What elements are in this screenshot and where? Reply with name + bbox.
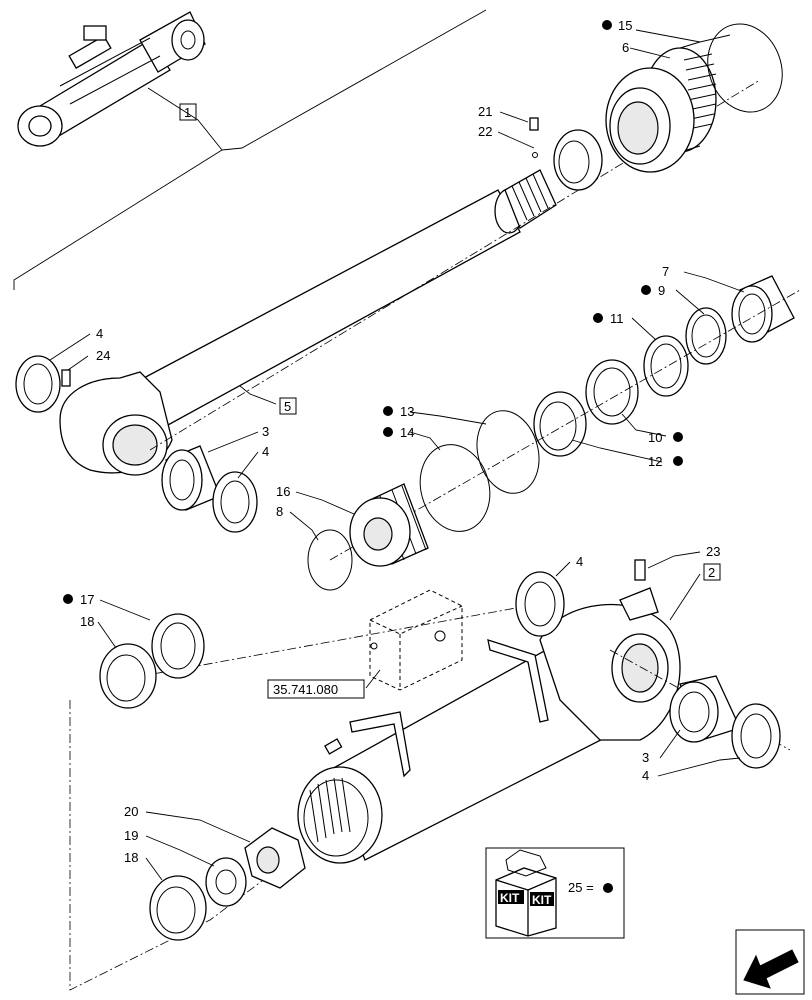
callout-9: 9 bbox=[658, 283, 665, 298]
callout-20: 20 bbox=[124, 804, 138, 819]
washer-19 bbox=[205, 857, 247, 907]
callout-3-top: 3 bbox=[262, 424, 269, 439]
guide-seals bbox=[533, 275, 795, 457]
callout-22: 22 bbox=[478, 124, 492, 139]
seal-4-rear bbox=[731, 703, 781, 769]
seal-18-bottom bbox=[149, 875, 207, 941]
grease-nipple-24 bbox=[61, 369, 71, 387]
arrow-left-down-icon[interactable] bbox=[735, 929, 805, 995]
marker-dot-15 bbox=[602, 20, 612, 30]
callout-14: 14 bbox=[400, 425, 414, 440]
callout-13: 13 bbox=[400, 404, 414, 419]
marker-dot-11 bbox=[593, 313, 603, 323]
marker-dot-12 bbox=[673, 456, 683, 466]
cylinder-barrel bbox=[297, 559, 681, 864]
callout-17: 17 bbox=[80, 592, 94, 607]
o-ring-15 bbox=[707, 23, 783, 113]
callout-16: 16 bbox=[276, 484, 290, 499]
o-ring-8 bbox=[307, 529, 353, 591]
piston-16 bbox=[349, 483, 429, 567]
axis-line-left bbox=[69, 700, 291, 991]
callout-24: 24 bbox=[96, 348, 110, 363]
callout-8: 8 bbox=[276, 504, 283, 519]
callout-21: 21 bbox=[478, 104, 492, 119]
seal-4-left bbox=[15, 355, 61, 413]
marker-dot-17 bbox=[63, 594, 73, 604]
callout-18-top: 18 bbox=[80, 614, 94, 629]
kit-badge-text-left: KIT bbox=[500, 891, 520, 905]
callout-box-5 bbox=[279, 397, 297, 415]
callout-4-right: 4 bbox=[262, 444, 269, 459]
assembled-cylinder-thumbnail bbox=[17, 11, 206, 147]
kit-box-icon: KIT KIT bbox=[495, 849, 557, 937]
leader-lines bbox=[49, 29, 745, 881]
callout-box-2 bbox=[703, 563, 721, 581]
callout-labels: 15 6 21 22 1 7 9 11 4 24 5 10 12 13 14 3… bbox=[63, 18, 721, 865]
ball-22 bbox=[532, 152, 538, 158]
callout-4-barrel: 4 bbox=[576, 554, 583, 569]
reference-label-box bbox=[267, 679, 365, 699]
callout-3-rear: 3 bbox=[642, 750, 649, 765]
marker-dot-9 bbox=[641, 285, 651, 295]
callout-10: 10 bbox=[648, 430, 662, 445]
callout-6: 6 bbox=[622, 40, 629, 55]
kit-legend: KIT KIT 25 = bbox=[485, 847, 625, 939]
callout-19: 19 bbox=[124, 828, 138, 843]
kit-badge-text-right: KIT bbox=[532, 893, 552, 907]
callout-4-left: 4 bbox=[96, 326, 103, 341]
callout-18-bottom: 18 bbox=[124, 850, 138, 865]
grease-nipple-21 bbox=[529, 117, 539, 131]
callout-11: 11 bbox=[610, 311, 624, 326]
marker-dot-13 bbox=[383, 406, 393, 416]
marker-dot-14 bbox=[383, 427, 393, 437]
callout-12: 12 bbox=[648, 454, 662, 469]
piston-rod bbox=[59, 169, 557, 476]
seal-4-right bbox=[212, 471, 258, 533]
assembly-outline bbox=[13, 9, 487, 290]
callout-4-rear: 4 bbox=[642, 768, 649, 783]
kit-legend-dot bbox=[603, 883, 613, 893]
reference-label[interactable]: 35.741.080 bbox=[273, 682, 338, 697]
seal-4-barrel bbox=[515, 571, 565, 637]
cylinder-head-gland bbox=[605, 41, 717, 173]
seal-18-top bbox=[99, 643, 157, 709]
o-ring-13 bbox=[476, 410, 540, 494]
callout-box-1 bbox=[179, 103, 197, 121]
nut-20 bbox=[244, 827, 306, 889]
seal-17 bbox=[151, 613, 205, 679]
callout-1: 1 bbox=[184, 105, 191, 120]
kit-legend-text: 25 = bbox=[568, 880, 594, 895]
wiper-seal bbox=[553, 129, 603, 191]
callout-2: 2 bbox=[708, 565, 715, 580]
o-ring-14 bbox=[419, 444, 491, 532]
kit-legend-frame bbox=[485, 847, 625, 939]
valve-block bbox=[369, 589, 463, 691]
callout-15: 15 bbox=[618, 18, 632, 33]
callout-23: 23 bbox=[706, 544, 720, 559]
marker-dot-10 bbox=[673, 432, 683, 442]
callout-7: 7 bbox=[662, 264, 669, 279]
callout-5: 5 bbox=[284, 399, 291, 414]
